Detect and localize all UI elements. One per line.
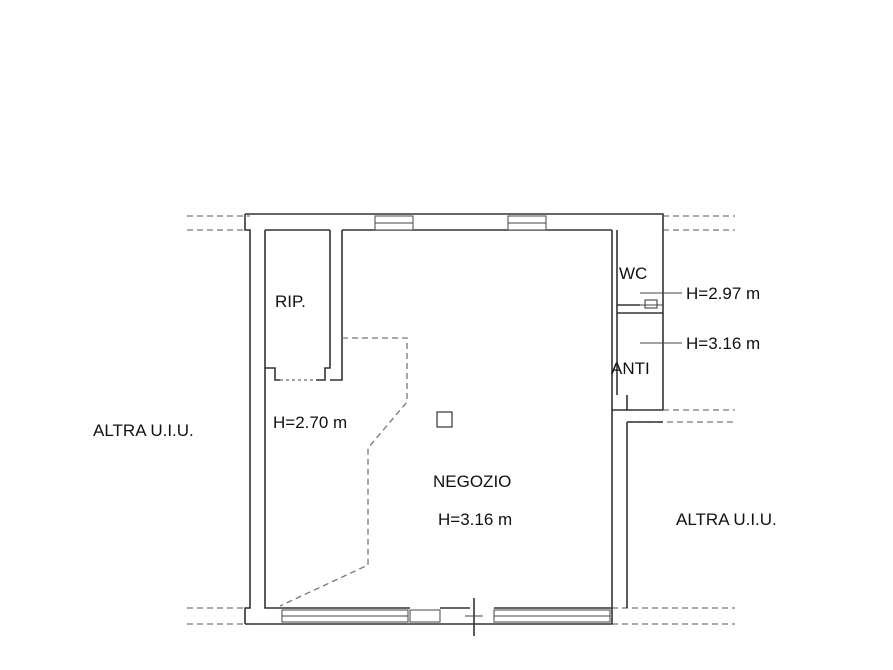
neighbor-right-label: ALTRA U.I.U. [676, 510, 777, 529]
service-partitions [616, 230, 682, 395]
negozio-height-label: H=3.16 m [438, 510, 513, 529]
top-windows [374, 215, 547, 231]
exterior-walls [244, 213, 664, 625]
neighbor-left-label: ALTRA U.I.U. [93, 421, 194, 440]
room-label-anti: ANTI [611, 359, 650, 378]
wc-height-label: H=2.97 m [686, 284, 761, 303]
shopfront-openings [281, 598, 611, 636]
adjacent-building-lines [187, 215, 735, 625]
rip-closet-walls [265, 230, 343, 381]
mezzanine-outline [279, 337, 408, 607]
pillar-square [436, 411, 453, 428]
mezzanine-height-label: H=2.70 m [273, 413, 348, 432]
room-label-wc: WC [619, 264, 648, 283]
room-label-negozio: NEGOZIO [433, 472, 512, 491]
anti-height-label: H=3.16 m [686, 334, 761, 353]
room-label-rip: RIP. [275, 292, 306, 311]
